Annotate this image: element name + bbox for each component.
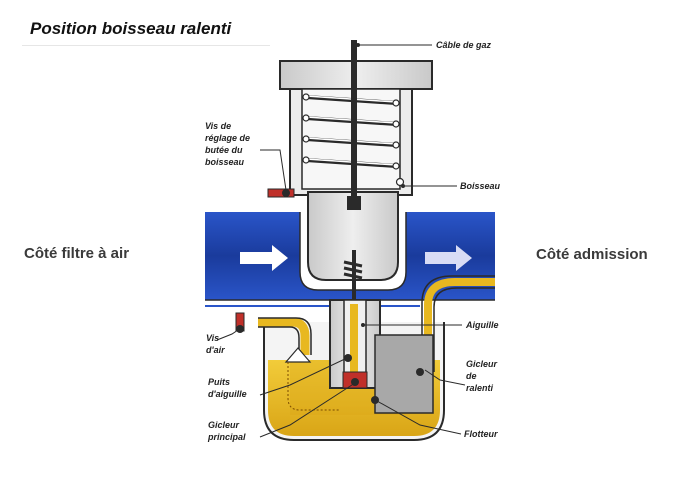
label-vis-reglage-3: butée du [205, 145, 243, 155]
throttle-slide [307, 191, 399, 281]
side-label-intake: Côté admission [536, 246, 648, 263]
diagram-title: Position boisseau ralenti [30, 19, 232, 38]
idle-stop-screw [267, 188, 295, 198]
air-screw [235, 312, 245, 333]
throttle-cable [347, 40, 361, 210]
label-gicleur-ralenti-2: de [466, 371, 477, 381]
label-vis-reglage-2: réglage de [205, 133, 250, 143]
leader-dots [356, 43, 405, 327]
air-jet-passage [258, 317, 312, 363]
label-gicleur-principal-1: Gicleur [208, 420, 240, 430]
label-vis-reglage-4: boisseau [205, 157, 245, 167]
needle-jet-body [329, 299, 381, 389]
label-vis-reglage-1: Vis de [205, 121, 231, 131]
label-gicleur-principal-2: principal [207, 432, 246, 442]
label-vis-air-2: d'air [206, 345, 225, 355]
label-gicleur-ralenti-3: ralenti [466, 383, 494, 393]
label-boisseau: Boisseau [460, 181, 501, 191]
label-vis-air-1: Vis [206, 333, 219, 343]
side-label-air-filter: Côté filtre à air [24, 245, 130, 262]
leader-lines [216, 44, 466, 438]
label-puits-aiguille-1: Puits [208, 377, 230, 387]
air-flow-arrow-out [425, 245, 472, 271]
air-flow-arrow-in [240, 245, 288, 271]
label-gicleur-ralenti-1: Gicleur [466, 359, 498, 369]
float [371, 334, 434, 414]
label-flotteur: Flotteur [464, 429, 498, 439]
label-puits-aiguille-2: d'aiguille [208, 389, 247, 399]
label-cable-gaz: Câble de gaz [436, 40, 492, 50]
title-underline [22, 45, 270, 46]
label-aiguille: Aiguille [465, 320, 499, 330]
